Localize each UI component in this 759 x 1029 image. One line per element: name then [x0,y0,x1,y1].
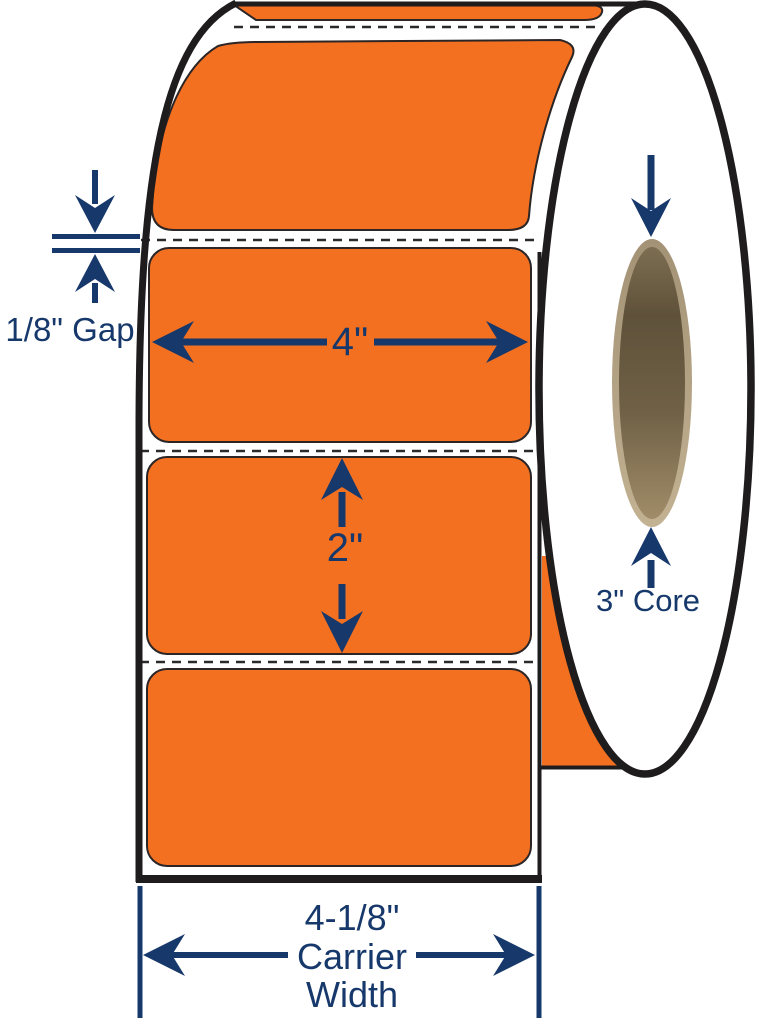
carrier-width-word-2: Width [306,974,398,1015]
gap-dimension: 1/8" Gap [5,170,140,348]
carrier-width-word-1: Carrier [297,936,407,977]
core-arrow-up-icon [631,527,671,566]
width-arrow-left-icon [152,321,194,363]
label-width-value: 4" [332,320,368,364]
core-arrow-down-icon [631,198,671,237]
label-3 [146,456,532,655]
core-dimension: 3" Core [596,155,700,618]
label-strip [135,0,648,883]
core-opening [619,247,685,519]
carrier-width-dimension: 4-1/8" Carrier Width [137,886,542,1018]
core-dimension-label: 3" Core [596,583,700,618]
label-2 [148,247,532,443]
gap-arrow-down-icon [75,195,115,233]
label-height-value: 2" [327,526,363,570]
carrier-arrow-left-icon [143,934,185,976]
label-4 [146,668,532,867]
strip-left-edge [135,0,238,882]
label-1 [150,38,575,231]
label-height-dimension: 2" [321,458,363,653]
label-width-dimension: 4" [152,320,528,364]
gap-arrow-up-icon [75,254,115,292]
height-arrow-down-icon [321,611,363,653]
carrier-arrow-right-icon [493,934,535,976]
height-arrow-up-icon [321,458,363,500]
roll [535,0,755,778]
width-arrow-right-icon [486,321,528,363]
carrier-width-value: 4-1/8" [305,897,400,938]
gap-dimension-label: 1/8" Gap [5,311,134,348]
label-top-sliver [230,4,604,21]
